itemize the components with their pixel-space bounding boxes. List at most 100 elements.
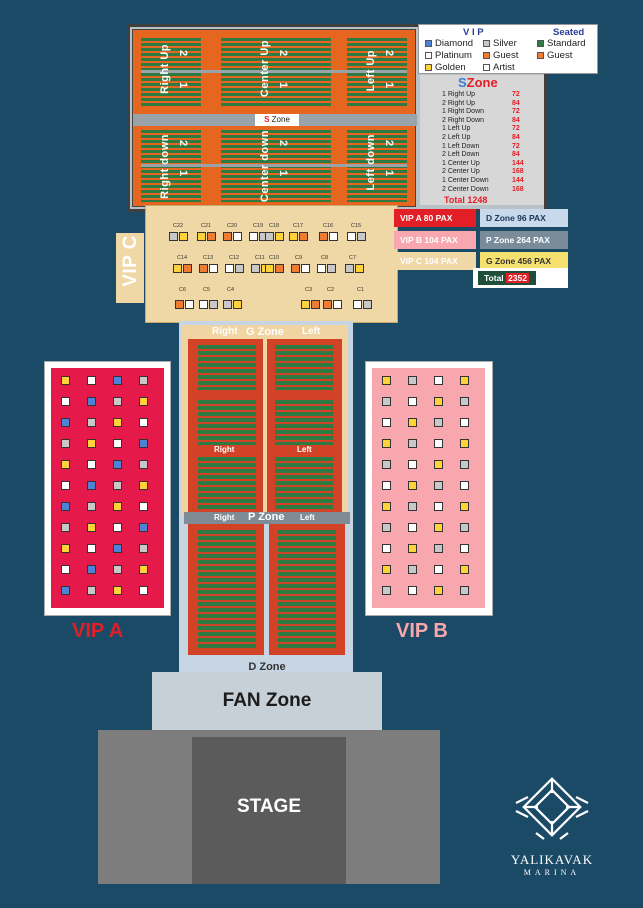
- vip-table-seat[interactable]: [139, 565, 148, 574]
- vip-c-seat[interactable]: [347, 232, 356, 241]
- vip-table-seat[interactable]: [139, 586, 148, 595]
- vip-table-seat[interactable]: [61, 376, 70, 385]
- vip-table-seat[interactable]: [61, 460, 70, 469]
- d-zone[interactable]: D Zone: [184, 655, 350, 677]
- vip-table-seat[interactable]: [460, 460, 469, 469]
- vip-c-seat[interactable]: [225, 264, 234, 273]
- vip-table-seat[interactable]: [61, 544, 70, 553]
- vip-table-seat[interactable]: [87, 523, 96, 532]
- vip-table-seat[interactable]: [408, 439, 417, 448]
- vip-table-seat[interactable]: [113, 544, 122, 553]
- vip-table-seat[interactable]: [113, 439, 122, 448]
- vip-table-seat[interactable]: [139, 481, 148, 490]
- vip-c-seat[interactable]: [209, 300, 218, 309]
- vip-table-seat[interactable]: [408, 565, 417, 574]
- vip-c-seat[interactable]: [275, 232, 284, 241]
- vip-table-seat[interactable]: [382, 460, 391, 469]
- vip-table-seat[interactable]: [61, 565, 70, 574]
- vip-b-tables[interactable]: [372, 368, 485, 608]
- vip-table-seat[interactable]: [113, 586, 122, 595]
- vip-table-seat[interactable]: [87, 439, 96, 448]
- vip-a-tables[interactable]: [51, 368, 164, 608]
- vip-table-seat[interactable]: [139, 544, 148, 553]
- vip-c-seat[interactable]: [207, 232, 216, 241]
- vip-c-seat[interactable]: [317, 264, 326, 273]
- vip-table-seat[interactable]: [408, 544, 417, 553]
- vip-table-seat[interactable]: [408, 502, 417, 511]
- vip-table-seat[interactable]: [139, 523, 148, 532]
- vip-table-seat[interactable]: [87, 481, 96, 490]
- vip-table-seat[interactable]: [434, 376, 443, 385]
- vip-table-seat[interactable]: [434, 565, 443, 574]
- vip-table-seat[interactable]: [460, 439, 469, 448]
- vip-table-seat[interactable]: [460, 586, 469, 595]
- vip-table-seat[interactable]: [61, 586, 70, 595]
- vip-table-seat[interactable]: [434, 439, 443, 448]
- vip-table-seat[interactable]: [408, 418, 417, 427]
- vip-table-seat[interactable]: [408, 397, 417, 406]
- vip-c-seat[interactable]: [289, 232, 298, 241]
- vip-table-seat[interactable]: [139, 397, 148, 406]
- vip-c-seat[interactable]: [223, 232, 232, 241]
- vip-table-seat[interactable]: [382, 481, 391, 490]
- vip-table-seat[interactable]: [382, 586, 391, 595]
- vip-c-seat[interactable]: [209, 264, 218, 273]
- vip-table-seat[interactable]: [434, 502, 443, 511]
- vip-c-seat[interactable]: [311, 300, 320, 309]
- vip-table-seat[interactable]: [139, 418, 148, 427]
- vip-c-seat[interactable]: [233, 232, 242, 241]
- vip-table-seat[interactable]: [87, 586, 96, 595]
- vip-table-seat[interactable]: [408, 586, 417, 595]
- vip-c-seat[interactable]: [319, 232, 328, 241]
- vip-table-seat[interactable]: [113, 397, 122, 406]
- vip-c-seat[interactable]: [301, 264, 310, 273]
- vip-c-seat[interactable]: [323, 300, 332, 309]
- vip-c-seat[interactable]: [327, 264, 336, 273]
- vip-c-seat[interactable]: [345, 264, 354, 273]
- vip-table-seat[interactable]: [61, 481, 70, 490]
- vip-table-seat[interactable]: [460, 376, 469, 385]
- vip-table-seat[interactable]: [87, 397, 96, 406]
- vip-table-seat[interactable]: [434, 481, 443, 490]
- vip-c-seat[interactable]: [251, 264, 260, 273]
- vip-table-seat[interactable]: [382, 565, 391, 574]
- vip-table-seat[interactable]: [434, 460, 443, 469]
- vip-c-seat[interactable]: [199, 264, 208, 273]
- vip-table-seat[interactable]: [139, 460, 148, 469]
- vip-table-seat[interactable]: [408, 481, 417, 490]
- vip-c-seat[interactable]: [301, 300, 310, 309]
- vip-table-seat[interactable]: [460, 565, 469, 574]
- vip-c-seat[interactable]: [299, 232, 308, 241]
- vip-table-seat[interactable]: [87, 376, 96, 385]
- vip-table-seat[interactable]: [460, 523, 469, 532]
- vip-c-seat[interactable]: [169, 232, 178, 241]
- vip-table-seat[interactable]: [113, 502, 122, 511]
- vip-table-seat[interactable]: [61, 397, 70, 406]
- vip-table-seat[interactable]: [460, 397, 469, 406]
- vip-c-seat[interactable]: [291, 264, 300, 273]
- vip-c-seat[interactable]: [355, 264, 364, 273]
- vip-table-seat[interactable]: [87, 502, 96, 511]
- vip-c-seat[interactable]: [179, 232, 188, 241]
- vip-table-seat[interactable]: [61, 502, 70, 511]
- vip-c-seat[interactable]: [329, 232, 338, 241]
- vip-c-seat[interactable]: [363, 300, 372, 309]
- vip-table-seat[interactable]: [382, 397, 391, 406]
- vip-table-seat[interactable]: [434, 418, 443, 427]
- vip-table-seat[interactable]: [87, 460, 96, 469]
- vip-table-seat[interactable]: [382, 418, 391, 427]
- vip-table-seat[interactable]: [434, 544, 443, 553]
- vip-c-seat[interactable]: [199, 300, 208, 309]
- vip-table-seat[interactable]: [139, 439, 148, 448]
- vip-c-seat[interactable]: [249, 232, 258, 241]
- vip-table-seat[interactable]: [382, 544, 391, 553]
- block-left-up[interactable]: [347, 38, 407, 108]
- vip-c-seat[interactable]: [333, 300, 342, 309]
- vip-table-seat[interactable]: [113, 481, 122, 490]
- vip-table-seat[interactable]: [139, 502, 148, 511]
- vip-c-seat[interactable]: [185, 300, 194, 309]
- vip-c-seat[interactable]: [233, 300, 242, 309]
- vip-table-seat[interactable]: [408, 460, 417, 469]
- vip-table-seat[interactable]: [139, 376, 148, 385]
- block-right-up[interactable]: [141, 38, 201, 108]
